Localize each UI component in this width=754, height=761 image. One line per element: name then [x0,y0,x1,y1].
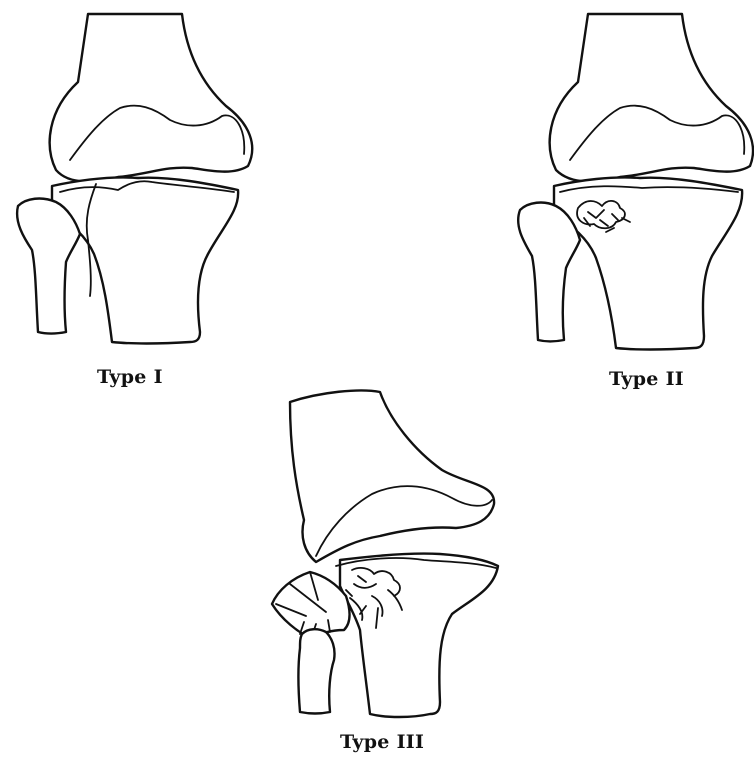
label-type-3: Type III [340,731,424,753]
tibia-type-1 [52,177,238,343]
femur-type-2 [550,14,753,181]
label-type-2: Type II [609,368,684,390]
label-type-1: Type I [97,366,163,388]
fibula-type-1 [17,199,80,334]
knee-type-1 [17,14,252,344]
fibula-type-3 [299,629,335,713]
knee-type-3 [272,390,498,717]
femur-type-1 [50,14,253,181]
knee-type-2 [518,14,753,350]
split-fragment-type-3 [272,572,350,638]
fibula-type-2 [518,203,580,342]
femur-type-3 [290,390,494,562]
tibia-type-3 [340,553,498,717]
